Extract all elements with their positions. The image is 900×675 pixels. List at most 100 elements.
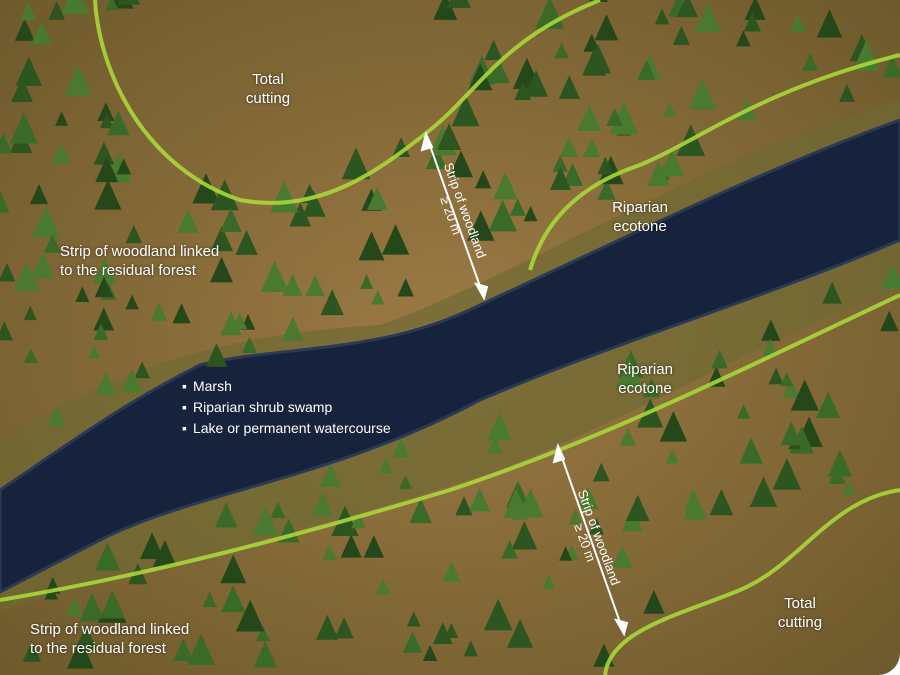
tree <box>483 598 513 631</box>
tree <box>31 252 55 279</box>
tree <box>514 81 532 101</box>
tree <box>378 457 393 474</box>
tree <box>22 641 42 662</box>
tree <box>455 496 473 516</box>
boundary-ecotone-top <box>528 53 900 271</box>
tree <box>736 30 751 47</box>
tree <box>816 391 841 418</box>
tree <box>577 486 599 510</box>
tree <box>743 12 761 32</box>
tree <box>31 205 61 238</box>
tree <box>492 171 518 200</box>
tree <box>87 344 101 359</box>
tree <box>559 546 573 561</box>
tree <box>360 274 374 289</box>
tree <box>827 449 853 477</box>
tree <box>625 494 650 522</box>
tree <box>150 302 168 322</box>
tree <box>451 95 480 127</box>
tree <box>192 173 220 204</box>
tree <box>255 625 270 642</box>
tree <box>594 14 619 41</box>
tree <box>584 43 612 74</box>
tree <box>116 158 132 175</box>
tree <box>442 561 461 582</box>
tree <box>509 198 526 216</box>
tree <box>659 410 688 442</box>
tree <box>117 0 141 5</box>
tree <box>474 170 492 189</box>
tree <box>488 199 517 232</box>
tree <box>762 338 779 357</box>
tree <box>47 406 66 426</box>
tree <box>568 508 583 525</box>
tree <box>121 368 143 393</box>
tree <box>672 25 690 46</box>
tree <box>341 147 371 180</box>
tree <box>643 589 665 614</box>
tree <box>320 289 344 316</box>
tree <box>48 1 66 20</box>
tree <box>437 123 462 150</box>
tree <box>789 14 806 32</box>
label-line: to the residual forest <box>30 640 166 657</box>
tree <box>23 305 37 321</box>
tree <box>448 150 474 178</box>
tree <box>619 427 637 446</box>
tree <box>392 137 411 157</box>
tree <box>467 210 495 241</box>
tree <box>51 142 71 164</box>
tree <box>24 348 38 363</box>
tree <box>780 421 802 446</box>
boundary-ecotone-bottom <box>0 293 900 602</box>
tree <box>744 0 766 20</box>
tree <box>842 480 856 496</box>
label-strip-linked-bottom: Strip of woodland linked to the residual… <box>30 620 189 658</box>
tree <box>134 361 150 379</box>
tree <box>558 75 580 99</box>
tree <box>583 33 600 52</box>
tree <box>507 618 534 648</box>
legend-item: Lake or permanent watercourse <box>182 418 391 439</box>
tree <box>647 160 670 186</box>
tree <box>11 77 34 103</box>
tree <box>125 294 139 310</box>
label-line: to the residual forest <box>60 262 196 279</box>
tree <box>371 290 385 305</box>
tree <box>542 574 556 589</box>
tree <box>761 319 781 341</box>
tree <box>219 207 242 232</box>
boundary-cutting-bottom <box>603 488 900 675</box>
tree <box>140 532 165 560</box>
tree <box>55 111 69 126</box>
tree <box>220 585 246 613</box>
tree <box>253 641 278 668</box>
tree <box>468 63 493 91</box>
tree <box>739 437 763 464</box>
tree <box>597 156 614 175</box>
label-strip-linked-top: Strip of woodland linked to the residual… <box>60 242 219 280</box>
tree <box>432 622 453 644</box>
tree <box>152 540 177 567</box>
tree <box>64 64 93 96</box>
tree <box>597 179 616 200</box>
label-total-cutting-bottom: Total cutting <box>777 595 823 631</box>
tree <box>210 225 234 252</box>
tree <box>711 349 728 369</box>
tree <box>242 336 257 353</box>
width-arrow-bottom <box>559 451 623 629</box>
tree <box>737 404 751 419</box>
tree <box>99 113 114 129</box>
tree <box>882 55 900 78</box>
label-line: Strip of woodland linked <box>60 243 220 260</box>
tree <box>351 512 366 529</box>
tree <box>637 59 656 81</box>
tree <box>749 476 778 507</box>
tree <box>654 8 670 25</box>
tree <box>29 183 49 205</box>
tree <box>281 316 304 341</box>
tree <box>94 276 114 298</box>
tree <box>643 378 661 398</box>
tree <box>665 448 680 464</box>
